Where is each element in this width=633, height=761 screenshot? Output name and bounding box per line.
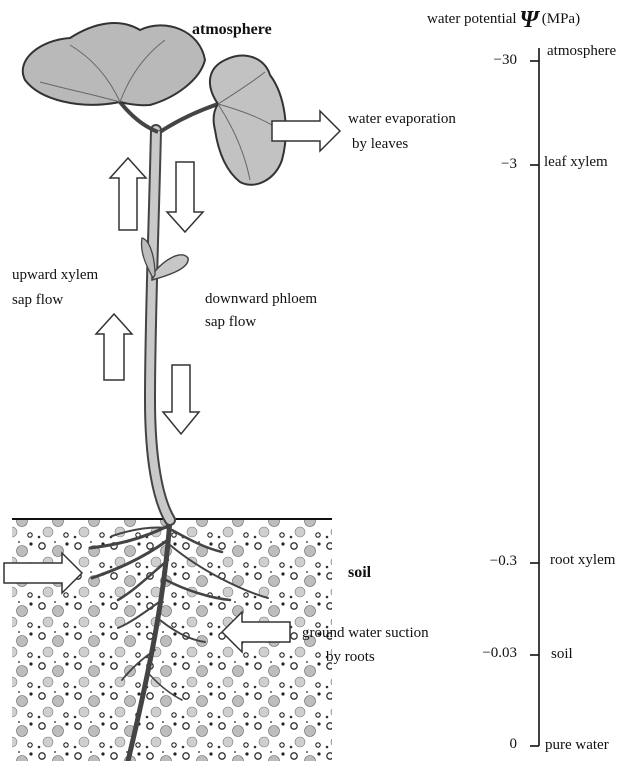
phloem-down-arrow-lower — [163, 365, 199, 434]
tick-value: −0.3 — [473, 553, 517, 570]
upward-flow-label-line1: upward xylem — [12, 264, 98, 287]
psi-symbol: Ψ — [520, 7, 539, 33]
evaporation-label-line1: water evaporation — [348, 108, 456, 131]
tick-label: leaf xylem — [544, 154, 608, 171]
scale-title-text: water potential — [427, 11, 517, 27]
tick-value: −30 — [473, 52, 517, 69]
right-leaf — [210, 56, 286, 185]
tick-value: −0.03 — [473, 645, 517, 662]
evaporation-label-line2: by leaves — [352, 133, 408, 156]
suction-label-line2: by roots — [326, 646, 375, 669]
soil-label: soil — [348, 561, 371, 584]
atmosphere-label: atmosphere — [192, 18, 272, 41]
phloem-down-arrow-upper — [167, 162, 203, 232]
tick-value: −3 — [473, 156, 517, 173]
tick-value: 0 — [473, 736, 517, 753]
downward-flow-label-line2: sap flow — [205, 311, 256, 334]
left-leaf — [23, 23, 205, 105]
downward-flow-label-line1: downward phloem — [205, 288, 317, 311]
xylem-up-arrow-upper — [110, 158, 146, 230]
scale-unit: (MPa) — [542, 11, 580, 27]
tick-label: atmosphere — [547, 43, 616, 60]
suction-label-line1: ground water suction — [302, 622, 429, 645]
tick-label: soil — [551, 646, 573, 663]
upward-flow-label-line2: sap flow — [12, 289, 63, 312]
tick-label: root xylem — [550, 552, 615, 569]
water-potential-axis — [530, 48, 539, 746]
tick-label: pure water — [545, 737, 609, 754]
xylem-up-arrow-lower — [96, 314, 132, 380]
